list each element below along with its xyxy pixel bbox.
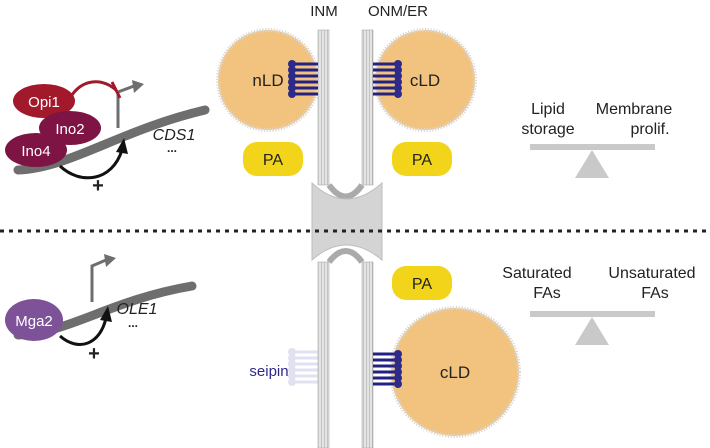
balance-top-right-line2: prolif. — [630, 121, 669, 138]
dna-strand-top — [13, 105, 210, 175]
plus-top: + — [92, 175, 104, 197]
pa-bottom — [392, 266, 452, 300]
onm-top — [361, 29, 374, 186]
seipin-complex-nuclear — [288, 60, 318, 98]
tss-arrowhead-bottom — [104, 254, 116, 267]
seipin-label: seipin — [249, 363, 288, 380]
inm-top — [317, 29, 330, 186]
balance-top-left-line2: storage — [521, 121, 574, 138]
pa-top-left — [243, 142, 303, 176]
balance-bottom-left-line1: Saturated — [502, 265, 571, 282]
membrane-curve-bottom — [326, 248, 365, 264]
ellipsis-top: ... — [167, 141, 177, 155]
ino4-protein — [5, 133, 67, 167]
cyto-lipid-droplet-bottom — [389, 306, 521, 438]
opi1-label: Opi1 — [28, 94, 60, 111]
tss-arrow-top — [116, 84, 135, 128]
inm-bottom — [317, 261, 330, 448]
activation-arrow-top — [58, 149, 124, 180]
activation-arrowhead-top — [116, 138, 128, 154]
pa-top-right-label: PA — [412, 152, 432, 169]
seipin-complex-cyto-bottom — [373, 350, 402, 388]
pa-bottom-label: PA — [412, 276, 432, 293]
activation-arrow-bottom — [59, 317, 108, 346]
balance-bottom-right-line2: FAs — [641, 285, 669, 302]
seipin-complex-cyto-top — [373, 60, 402, 98]
membrane-curve-top — [326, 183, 365, 200]
pa-top-left-label: PA — [263, 152, 283, 169]
repression-bar — [110, 81, 122, 99]
nuclear-lipid-droplet — [216, 28, 320, 132]
opi1-protein — [13, 84, 75, 118]
balance-fulcrum-top — [575, 150, 609, 178]
balance-bottom-left-line2: FAs — [533, 285, 561, 302]
tss-arrowhead-top — [132, 80, 144, 93]
ino2-label: Ino2 — [55, 121, 84, 138]
seipin-faded-inm — [288, 348, 318, 386]
mga2-label: Mga2 — [15, 313, 53, 330]
cyto-lipid-droplet-top — [373, 28, 477, 132]
tss-arrow-bottom — [90, 258, 107, 302]
cds1-gene-label: CDS1 — [153, 127, 196, 144]
ellipsis-bottom: ... — [128, 316, 138, 330]
balance-top-right-line1: Membrane — [596, 101, 673, 118]
nld-label: nLD — [252, 71, 283, 90]
plus-bottom: + — [88, 343, 100, 365]
balance-top-left-line1: Lipid — [531, 101, 565, 118]
balance-fulcrum-bottom — [575, 317, 609, 345]
cld-top-label: cLD — [410, 71, 440, 90]
membranes — [311, 29, 383, 448]
mga2-protein — [5, 299, 63, 341]
ino4-label: Ino4 — [21, 143, 50, 160]
pa-top-right — [392, 142, 452, 176]
onm-er-label: ONM/ER — [368, 3, 428, 20]
activation-arrowhead-bottom — [100, 306, 112, 322]
ole1-gene-label: OLE1 — [117, 301, 158, 318]
cld-bottom-label: cLD — [440, 363, 470, 382]
balance-bottom-right-line1: Unsaturated — [608, 265, 695, 282]
opi1-repression-line — [68, 80, 117, 99]
onm-bottom — [361, 261, 374, 448]
inm-label: INM — [310, 3, 338, 20]
nuclear-pore — [311, 181, 383, 262]
